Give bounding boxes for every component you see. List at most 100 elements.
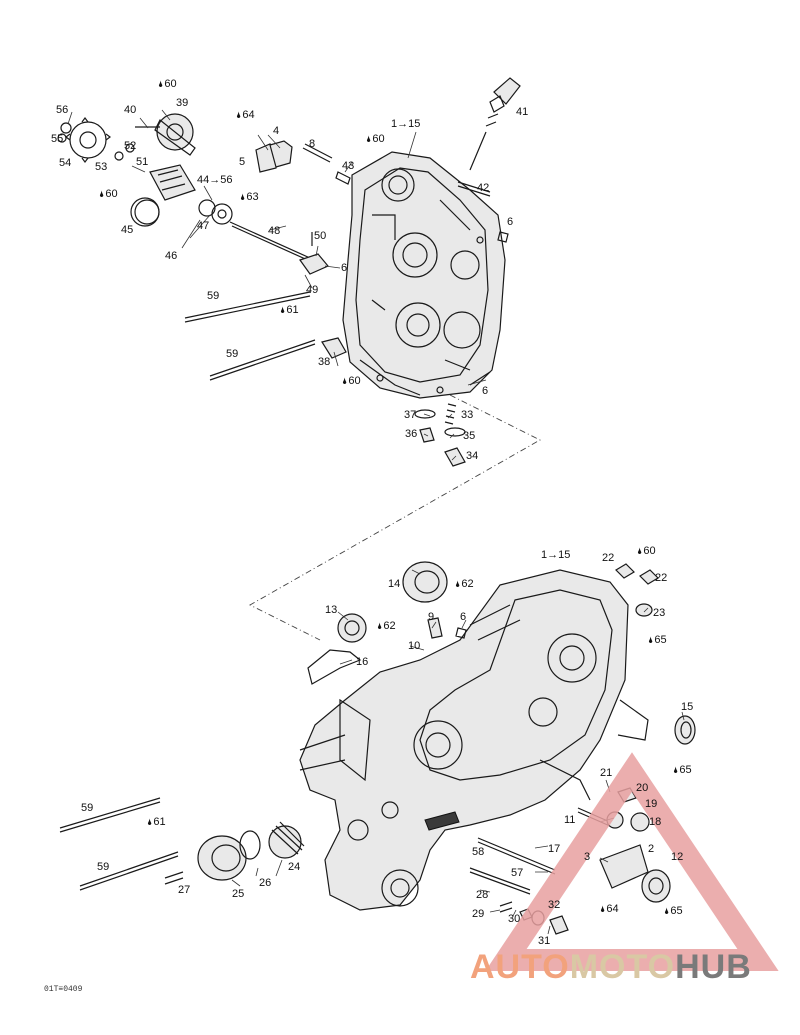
part-label: 32 xyxy=(548,899,561,911)
part-label: 🌢61 xyxy=(147,816,166,828)
part-label: 24 xyxy=(288,861,301,873)
part-label: 1→15 xyxy=(541,549,571,561)
part-label: 11 xyxy=(564,814,576,826)
lower-bearings-seals xyxy=(307,561,696,745)
part-label: 27 xyxy=(178,884,191,896)
part-label: 41 xyxy=(516,106,529,118)
part-label: 8 xyxy=(309,138,316,150)
part-label: 12 xyxy=(671,851,684,863)
part-label: 59 xyxy=(226,348,239,360)
leader-lines xyxy=(67,109,685,935)
part-label: 🌢60 xyxy=(342,375,361,387)
part-label: 9 xyxy=(428,611,435,623)
part-label: 47 xyxy=(197,220,210,232)
part-label: 2 xyxy=(648,843,655,855)
lower-studs xyxy=(59,797,556,895)
part-label: 58 xyxy=(472,846,485,858)
part-label: 29 xyxy=(472,908,485,920)
part-label: 🌢61 xyxy=(280,304,299,316)
assembly-centerline xyxy=(249,394,541,641)
part-label: 38 xyxy=(318,356,331,368)
part-label: 26 xyxy=(259,877,272,889)
part-label: 🌢62 xyxy=(377,620,396,632)
watermark-logo-text: AUTOMOTOHUB xyxy=(470,948,752,987)
part-label: 4 xyxy=(273,125,280,137)
part-label: 🌢60 xyxy=(366,133,385,145)
part-label: 34 xyxy=(466,450,479,462)
part-label: 22 xyxy=(602,552,615,564)
part-label: 54 xyxy=(59,157,72,169)
part-label: 59 xyxy=(97,861,110,873)
watermark-triangle xyxy=(485,752,779,971)
part-label: 🌢64 xyxy=(236,109,255,121)
part-label: 42 xyxy=(477,182,490,194)
part-label: 44→56 xyxy=(197,174,233,186)
part-label: 6 xyxy=(507,216,514,228)
part-label: 59 xyxy=(81,802,94,814)
part-label: 46 xyxy=(165,250,178,262)
part-label: 17 xyxy=(548,843,561,855)
part-label: 33 xyxy=(461,409,474,421)
oil-seal-brackets-upper xyxy=(255,140,509,243)
part-label: 🌢65 xyxy=(664,905,683,917)
part-label: 40 xyxy=(124,104,137,116)
part-label: 15 xyxy=(681,701,694,713)
oil-filter-cover-parts xyxy=(197,821,305,881)
part-label: 🌢60 xyxy=(637,545,656,557)
part-label: 1→15 xyxy=(391,118,421,130)
part-label: 18 xyxy=(649,816,662,828)
part-label: 28 xyxy=(476,889,489,901)
part-label: 23 xyxy=(653,607,666,619)
part-label: 59 xyxy=(207,290,220,302)
part-label: 🌢65 xyxy=(648,634,667,646)
part-label: 56 xyxy=(56,104,69,116)
part-label: 13 xyxy=(325,604,338,616)
watermark-part-moto: MOTO xyxy=(569,948,676,986)
part-label: 45 xyxy=(121,224,134,236)
part-label: 5 xyxy=(239,156,246,168)
part-label: 51 xyxy=(136,156,149,168)
part-label: 37 xyxy=(404,409,417,421)
oil-filter-bypass-parts xyxy=(414,403,466,467)
part-label: 6 xyxy=(341,262,348,274)
part-label: 55 xyxy=(51,133,64,145)
part-label: 52 xyxy=(124,140,137,152)
part-label: 35 xyxy=(463,430,476,442)
part-label: 57 xyxy=(511,867,524,879)
part-label: 31 xyxy=(538,935,551,947)
part-label: 🌢63 xyxy=(240,191,259,203)
studs-upper xyxy=(184,291,347,381)
watermark-part-auto: AUTO xyxy=(470,948,570,986)
part-label: 6 xyxy=(482,385,489,397)
oil-pump-gear-assembly xyxy=(57,113,329,275)
part-label: 🌢65 xyxy=(673,764,692,776)
part-label: 30 xyxy=(508,913,521,925)
part-label: 16 xyxy=(356,656,369,668)
lower-crankcase-half xyxy=(299,569,649,911)
part-label: 43 xyxy=(342,160,355,172)
part-label: 48 xyxy=(268,225,281,237)
part-label: 14 xyxy=(388,578,401,590)
part-label: 3 xyxy=(584,851,591,863)
part-label: 21 xyxy=(600,767,613,779)
part-label: 36 xyxy=(405,428,418,440)
part-label: 49 xyxy=(306,284,319,296)
upper-crankcase-half xyxy=(342,151,506,399)
part-label: 53 xyxy=(95,161,108,173)
part-label: 50 xyxy=(314,230,327,242)
part-label: 10 xyxy=(408,640,421,652)
part-label: 19 xyxy=(645,798,658,810)
part-label: 39 xyxy=(176,97,189,109)
part-label: 22 xyxy=(655,572,668,584)
part-label: 🌢64 xyxy=(600,903,619,915)
part-label: 25 xyxy=(232,888,245,900)
part-label: 🌢60 xyxy=(158,78,177,90)
water-pump-parts xyxy=(499,787,671,935)
part-label: 🌢60 xyxy=(99,188,118,200)
watermark-part-hub: HUB xyxy=(675,948,752,986)
oil-pressure-sensor xyxy=(469,77,521,171)
part-label: 6 xyxy=(460,611,467,623)
part-label: 🌢62 xyxy=(455,578,474,590)
part-label: 20 xyxy=(636,782,649,794)
